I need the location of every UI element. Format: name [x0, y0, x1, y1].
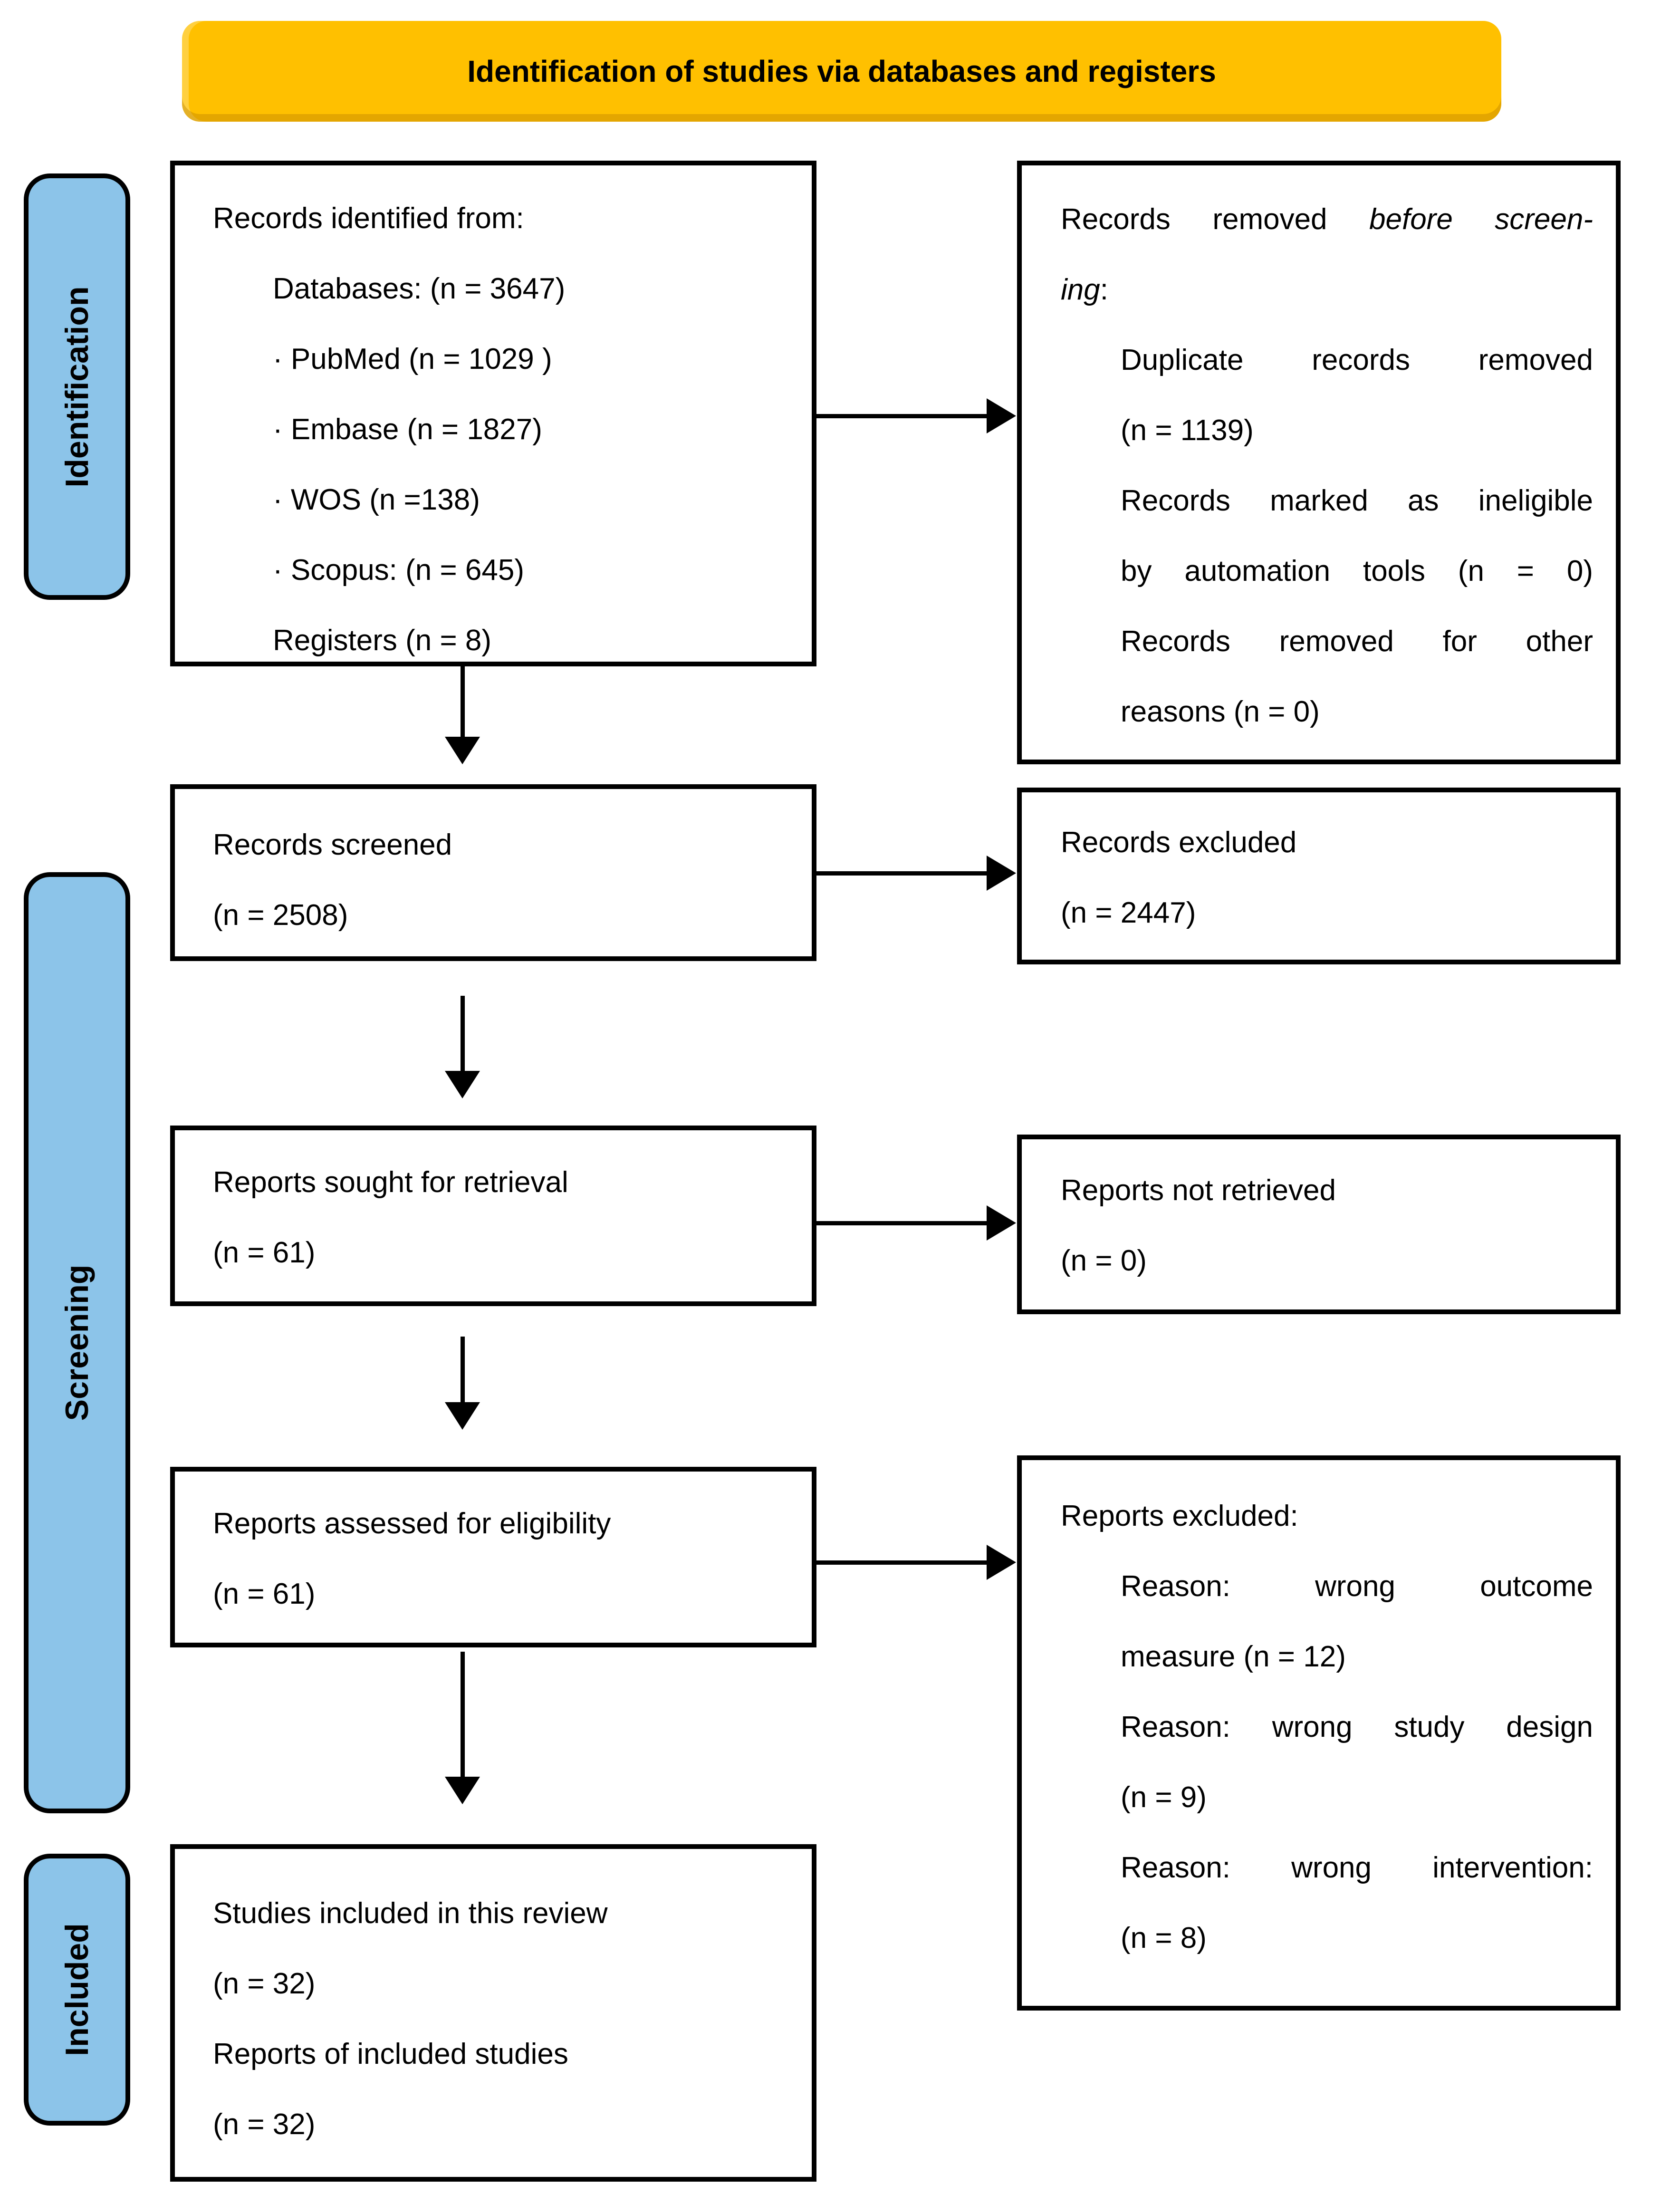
- reports-excluded-title: Reports excluded:: [1061, 1500, 1298, 1532]
- box-reports-excluded: Reports excluded: Reason: wrong outcome …: [1017, 1455, 1621, 2011]
- stage-label-identification: Identification: [24, 173, 130, 600]
- arrow-line: [461, 1652, 465, 1778]
- line-duplicates-2: (n = 1139): [1121, 414, 1254, 447]
- records-removed-title-line2: ing:: [1061, 255, 1593, 325]
- records-removed-title-italic2: ing: [1061, 273, 1100, 306]
- line-other-reasons-2: reasons (n = 0): [1121, 695, 1320, 728]
- stage-label-included-text: Included: [59, 1923, 95, 2056]
- arrowhead-right-icon: [987, 398, 1016, 433]
- stage-label-included: Included: [24, 1854, 130, 2126]
- box-reports-not-retrieved: Reports not retrieved (n = 0): [1017, 1135, 1621, 1314]
- records-removed-title-colon: :: [1100, 273, 1108, 306]
- line-wos: · WOS (n =138): [273, 483, 480, 516]
- arrowhead-right-icon: [987, 1205, 1016, 1241]
- line-databases: Databases: (n = 3647): [273, 272, 566, 305]
- banner-title-text: Identification of studies via databases …: [467, 54, 1216, 88]
- banner-title: Identification of studies via databases …: [182, 21, 1501, 122]
- reports-sought-label: Reports sought for retrieval: [213, 1166, 568, 1199]
- box-records-identified: Records identified from: Databases: (n =…: [170, 161, 816, 666]
- line-wrong-intervention-1: Reason: wrong intervention:: [1121, 1851, 1593, 1884]
- records-removed-title-normal: Records removed: [1061, 203, 1369, 236]
- line-wrong-outcome-2: measure (n = 12): [1121, 1640, 1346, 1673]
- arrowhead-right-icon: [987, 1545, 1016, 1580]
- arrow-line: [816, 871, 988, 876]
- reports-not-retrieved-label: Reports not retrieved: [1061, 1174, 1336, 1207]
- line-wrong-design-2: (n = 9): [1121, 1781, 1207, 1814]
- line-duplicates-1: Duplicate records removed: [1121, 344, 1593, 376]
- arrowhead-down-icon: [445, 737, 480, 764]
- arrowhead-down-icon: [445, 1777, 480, 1804]
- line-registers: Registers (n = 8): [273, 624, 492, 657]
- box-reports-assessed: Reports assessed for eligibility (n = 61…: [170, 1467, 816, 1647]
- line-wrong-outcome-1: Reason: wrong outcome: [1121, 1570, 1593, 1603]
- line-scopus: · Scopus: (n = 645): [273, 554, 524, 587]
- arrowhead-down-icon: [445, 1071, 480, 1098]
- arrowhead-down-icon: [445, 1402, 480, 1430]
- arrow-line: [816, 414, 988, 418]
- arrow-line: [816, 1560, 988, 1565]
- line-wrong-intervention-2: (n = 8): [1121, 1922, 1207, 1954]
- line-other-reasons-1: Records removed for other: [1121, 625, 1593, 658]
- records-excluded-count: (n = 2447): [1061, 896, 1196, 929]
- reports-assessed-count: (n = 61): [213, 1578, 316, 1610]
- box-studies-included: Studies included in this review (n = 32)…: [170, 1844, 816, 2182]
- reports-included-label: Reports of included studies: [213, 2038, 568, 2070]
- studies-included-label: Studies included in this review: [213, 1897, 608, 1930]
- records-identified-title: Records identified from:: [213, 202, 524, 235]
- reports-assessed-label: Reports assessed for eligibility: [213, 1507, 611, 1540]
- reports-not-retrieved-count: (n = 0): [1061, 1244, 1147, 1277]
- records-screened-label: Records screened: [213, 828, 452, 861]
- stage-label-screening: Screening: [24, 872, 130, 1813]
- records-screened-count: (n = 2508): [213, 899, 348, 932]
- arrowhead-right-icon: [987, 856, 1016, 891]
- records-excluded-label: Records excluded: [1061, 826, 1297, 859]
- studies-included-count: (n = 32): [213, 1967, 316, 2000]
- records-removed-title-italic: before screen-: [1369, 203, 1593, 236]
- box-records-removed: Records removed before screen- ing: Dupl…: [1017, 161, 1621, 764]
- reports-sought-count: (n = 61): [213, 1236, 316, 1269]
- records-removed-title-line1: Records removed before screen-: [1061, 184, 1593, 255]
- line-pubmed: · PubMed (n = 1029 ): [273, 343, 552, 375]
- box-reports-sought: Reports sought for retrieval (n = 61): [170, 1126, 816, 1306]
- stage-label-identification-text: Identification: [59, 286, 95, 488]
- arrow-line: [461, 996, 465, 1072]
- arrow-line: [461, 666, 465, 738]
- stage-label-screening-text: Screening: [59, 1264, 95, 1421]
- box-records-screened: Records screened (n = 2508): [170, 784, 816, 961]
- box-records-excluded: Records excluded (n = 2447): [1017, 788, 1621, 964]
- arrow-line: [461, 1337, 465, 1403]
- line-wrong-design-1: Reason: wrong study design: [1121, 1711, 1593, 1743]
- line-ineligible-2: by automation tools (n = 0): [1121, 555, 1593, 587]
- line-ineligible-1: Records marked as ineligible: [1121, 484, 1593, 517]
- line-embase: · Embase (n = 1827): [273, 413, 542, 446]
- reports-included-count: (n = 32): [213, 2108, 316, 2141]
- arrow-line: [816, 1221, 988, 1225]
